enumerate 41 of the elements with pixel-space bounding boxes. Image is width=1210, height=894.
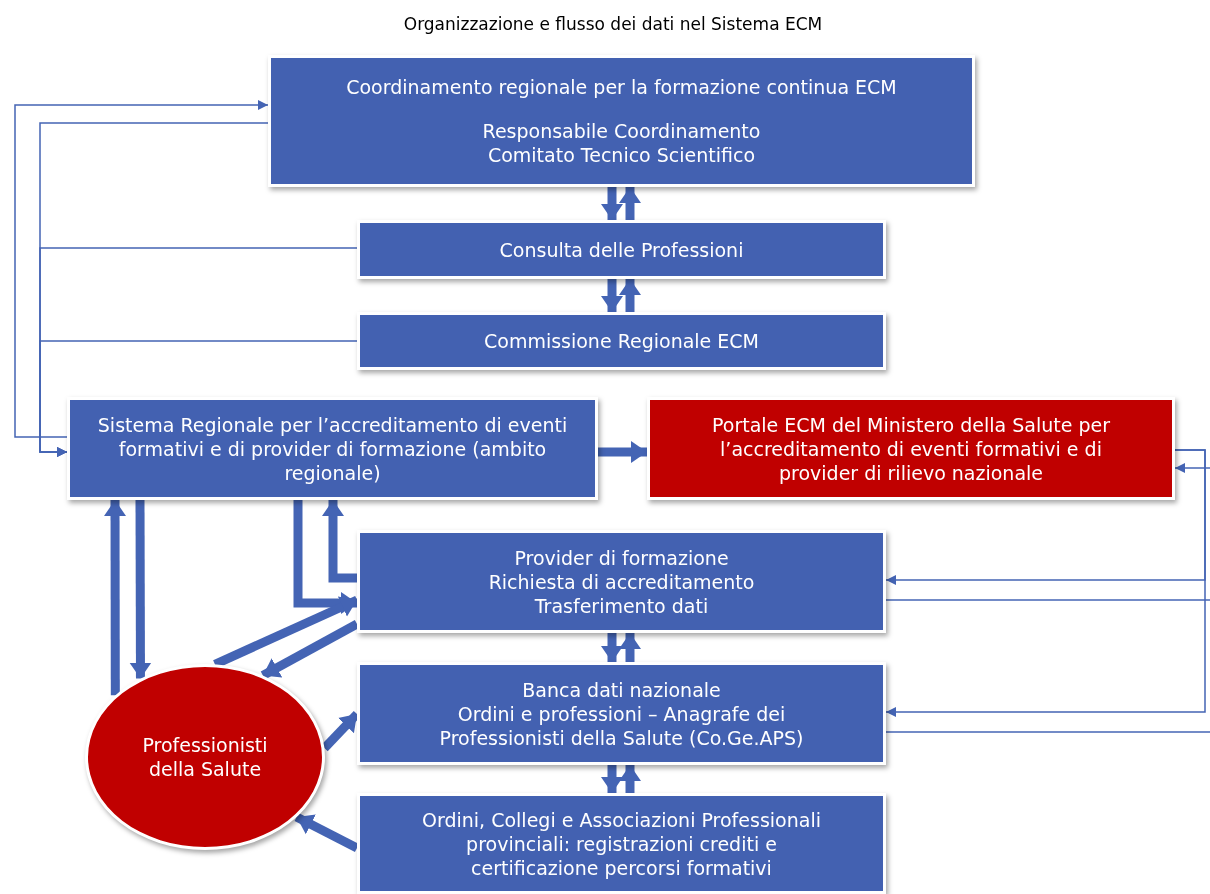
- box-text: Professionisti della Salute: [141, 733, 269, 781]
- box-text: Portale ECM del Ministero della Salute per l’accreditamento di eventi formativi e di provider di rilievo nazionale: [711, 412, 1111, 485]
- block-arrow: [619, 633, 641, 662]
- box-text: Ordini e professioni – Anagrafe dei Professionisti della Salute (Co.Ge.APS): [438, 701, 805, 750]
- arrow: [39, 340, 358, 457]
- process-box: [357, 793, 886, 894]
- block-arrow: [104, 500, 127, 696]
- arrow: [1174, 463, 1210, 473]
- box-text: Trasferimento dati: [534, 593, 709, 618]
- block-arrow: [619, 279, 641, 312]
- block-arrow: [619, 765, 641, 793]
- arrow: [885, 449, 1206, 717]
- block-arrow: [129, 500, 152, 679]
- diagram-title: Organizzazione e flusso dei dati nel Sistema ECM: [402, 13, 824, 36]
- process-box: [357, 312, 886, 370]
- process-box: [67, 397, 598, 500]
- box-text: Banca dati nazionale: [522, 677, 721, 702]
- box-text: Provider di formazione: [514, 545, 729, 570]
- block-arrow: [601, 633, 623, 662]
- box-text: Sistema Regionale per l’accreditamento di eventi formativi e di provider di formazione (ambito regionale): [96, 412, 569, 485]
- process-box: [357, 530, 886, 633]
- process-box: [357, 662, 886, 765]
- block-arrow: [601, 187, 623, 220]
- block-arrow: [601, 765, 623, 793]
- block-arrow: [601, 279, 623, 312]
- box-text: Richiesta di accreditamento: [488, 569, 755, 594]
- arrow: [14, 100, 269, 438]
- process-box: [647, 397, 1175, 500]
- box-text: Consulta delle Professioni: [499, 237, 744, 262]
- block-arrow: [598, 441, 647, 463]
- process-box: [268, 55, 975, 187]
- box-text: Ordini, Collegi e Associazioni Professionali provinciali: registrazioni crediti e certificazione percorsi formativi: [421, 807, 822, 880]
- connector-line: [885, 731, 1210, 733]
- box-text: Commissione Regionale ECM: [484, 329, 759, 353]
- box-text: Coordinamento regionale per la formazione continua ECM: [346, 75, 897, 99]
- box-text: Responsabile Coordinamento Comitato Tecnico Scientifico: [481, 119, 762, 167]
- block-arrow: [293, 500, 357, 614]
- process-box: [357, 220, 886, 279]
- connector-line: [885, 599, 1210, 601]
- block-arrow: [322, 500, 357, 583]
- block-arrow: [619, 187, 641, 220]
